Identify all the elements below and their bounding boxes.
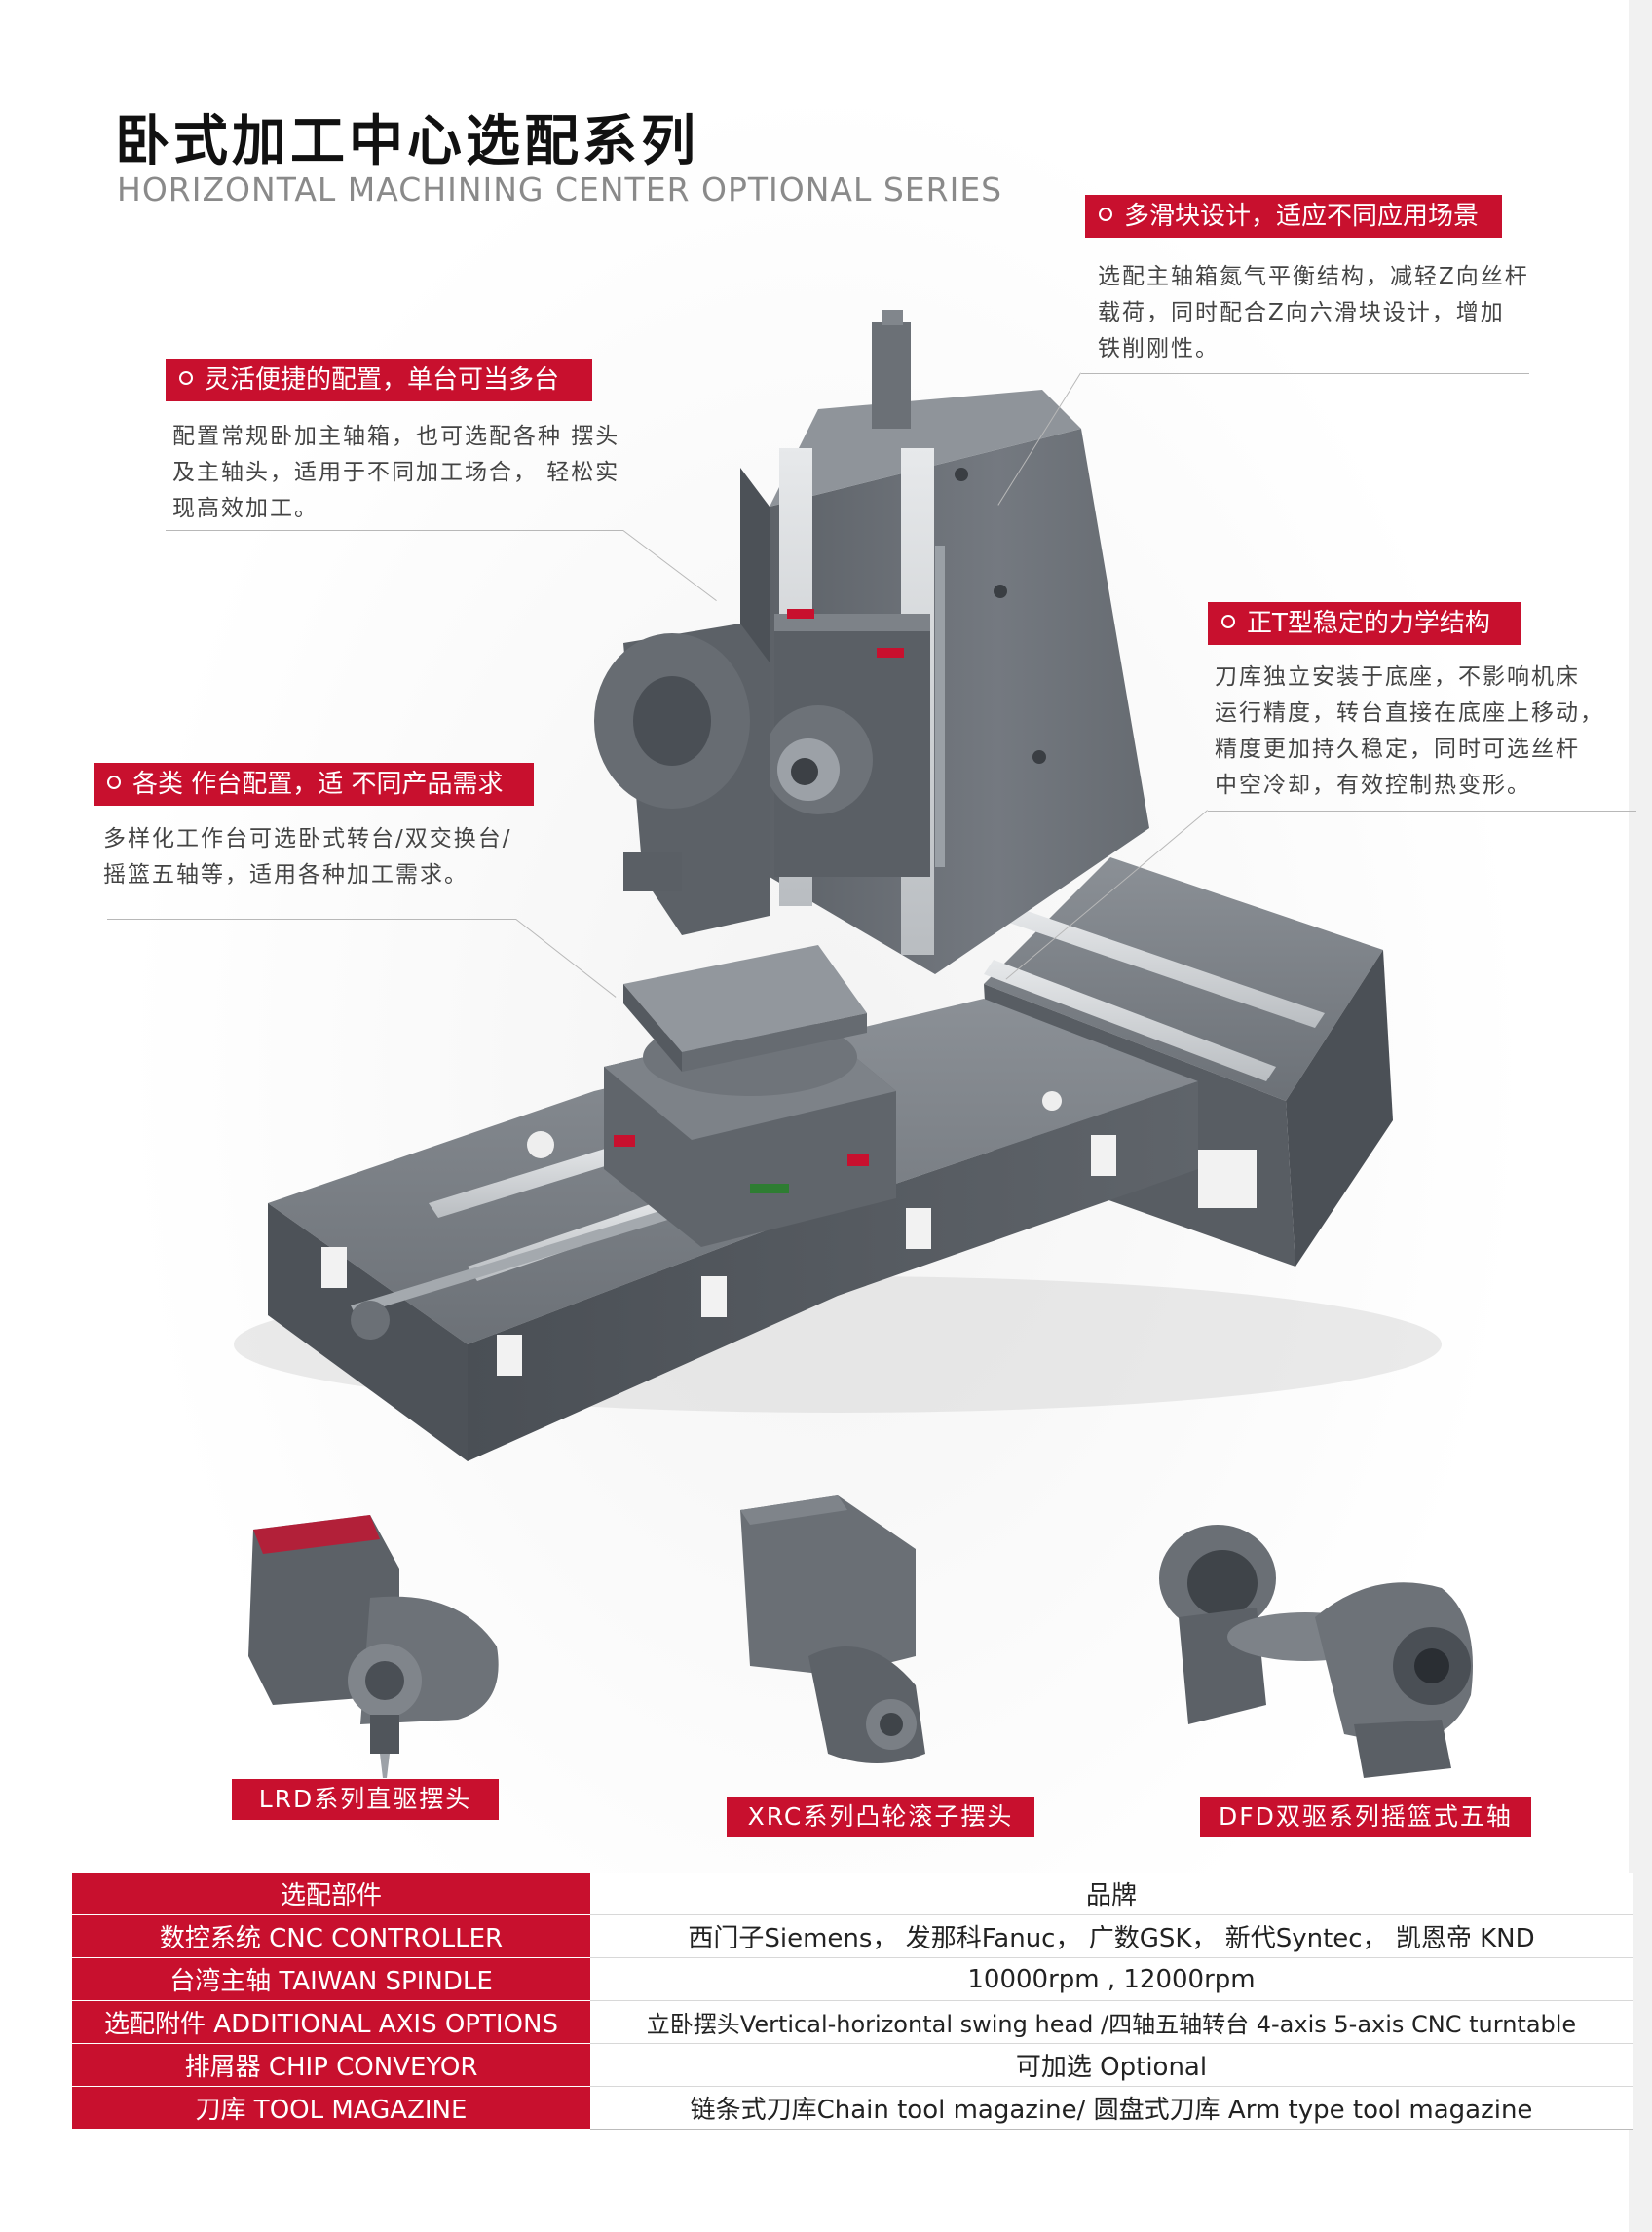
guard-red-2 [877,648,904,658]
bullet-icon [1099,207,1112,221]
table-row: 排屑器 CHIP CONVEYOR 可加选 Optional [72,2043,1633,2087]
table-guard-red-2 [847,1154,869,1166]
callout-slider-title: 多滑块设计，适应不同应用场景 [1124,202,1480,231]
page-title: 卧式加工中心选配系列 [115,110,699,173]
chip-panel-1 [321,1247,347,1288]
x-screw [351,1198,706,1315]
product-label-lrd: LRD系列直驱摆头 [232,1779,499,1820]
rear-rail-1 [1003,906,1325,1028]
spindle-bore [791,758,818,785]
rear-rail-2 [984,960,1276,1081]
callout-config-title: 灵活便捷的配置，单台可当多台 [205,365,560,395]
callout-tstruct-text: 刀库独立安装于底座，不影响机床 运行精度，转台直接在底座上移动， 精度更加持久稳… [1215,660,1604,804]
table-cell-value: 链条式刀库Chain tool magazine/ 圆盘式刀库 Arm type… [590,2086,1633,2130]
y-screw [935,546,945,867]
options-spec-table: 选配部件 品牌 数控系统 CNC CONTROLLER 西门子Siemens， … [72,1873,1633,2130]
table-header-key: 选配部件 [72,1873,590,1915]
leader-config [166,530,623,531]
tool-magazine-arm [623,852,682,891]
page-edge-strip [1629,0,1652,2232]
chip-panel-3 [701,1276,727,1317]
text-line: 摇篮五轴等，适用各种加工需求。 [103,862,469,888]
table-cell-value: 西门子Siemens， 发那科Fanuc， 广数GSK， 新代Syntec， 凯… [590,1914,1633,1958]
table-guard-green [750,1184,789,1193]
base-hole-2 [1042,1091,1062,1111]
column-bolt-1 [955,468,968,481]
z-motor [872,322,911,429]
table-cell-key: 选配附件 ADDITIONAL AXIS OPTIONS [72,2000,590,2044]
base-hole-1 [527,1131,554,1158]
leader-slider [1081,373,1529,374]
bullet-icon [1221,614,1235,628]
product-label-xrc: XRC系列凸轮滚子摆头 [727,1797,1034,1837]
page-subtitle: HORIZONTAL MACHINING CENTER OPTIONAL SER… [117,170,1003,208]
text-line: 精度更加持久稳定，同时可选丝杆 [1215,737,1580,762]
callout-slider-tag: 多滑块设计，适应不同应用场景 [1085,195,1502,238]
bullet-icon [179,370,193,385]
tool-magazine-hub [633,676,711,766]
guard-red-1 [787,609,814,619]
callout-table-tag: 各类 作台配置，适 不同产品需求 [94,763,534,806]
pallet-side [682,1013,867,1072]
chip-panel-2 [497,1335,522,1376]
table-cell-key: 排屑器 CHIP CONVEYOR [72,2043,590,2087]
table-row: 刀库 TOOL MAGAZINE 链条式刀库Chain tool magazin… [72,2086,1633,2130]
horizontal-machining-center-illustration [234,310,1442,1461]
xrc-swing-head-image [740,1495,925,1763]
table-cell-key: 数控系统 CNC CONTROLLER [72,1914,590,1958]
text-line: 选配主轴箱氮气平衡结构，减轻Z向丝杆 [1098,264,1529,289]
table-row: 台湾主轴 TAIWAN SPINDLE 10000rpm , 12000rpm [72,1957,1633,2001]
lrd-swing-head-image [248,1515,499,1778]
text-line: 及主轴头，适用于不同加工场合， 轻松实 [172,460,620,485]
table-cell-value: 可加选 Optional [590,2043,1633,2087]
table-header-row: 选配部件 品牌 [72,1873,1633,1915]
text-line: 刀库独立安装于底座，不影响机床 [1215,664,1580,690]
table-cell-value: 立卧摆头Vertical-horizontal swing head /四轴五轴… [590,2000,1633,2044]
x-base-side [468,1081,1198,1461]
callout-table-title: 各类 作台配置，适 不同产品需求 [132,770,504,799]
table-header-value: 品牌 [590,1873,1633,1915]
text-line: 运行精度，转台直接在底座上移动， [1215,700,1604,726]
chip-panel-5 [1091,1135,1116,1176]
text-line: 现高效加工。 [172,496,319,521]
rear-base-side [1286,950,1393,1267]
leader-table [107,919,516,920]
table-cell-key: 台湾主轴 TAIWAN SPINDLE [72,1957,590,2001]
dfd-trunnion-image [1159,1525,1473,1778]
chip-panel-4 [906,1208,931,1249]
pallet-top [623,945,867,1052]
z-motor-cap [882,310,903,325]
callout-config-tag: 灵活便捷的配置，单台可当多台 [166,359,592,401]
leader-tstruct [1208,811,1636,812]
column-bolt-2 [994,585,1007,598]
pallet-front [623,984,682,1072]
table-cell-key: 刀库 TOOL MAGAZINE [72,2086,590,2130]
callout-table-text: 多样化工作台可选卧式转台/双交换台/ 摇篮五轴等，适用各种加工需求。 [103,821,512,893]
bullet-icon [107,775,121,789]
table-cell-value: 10000rpm , 12000rpm [590,1957,1633,2001]
text-line: 铁削刚性。 [1098,336,1220,361]
text-line: 配置常规卧加主轴箱，也可选配各种 摆头 [172,424,620,449]
callout-config-text: 配置常规卧加主轴箱，也可选配各种 摆头 及主轴头，适用于不同加工场合， 轻松实 … [172,419,620,527]
callout-tstruct-tag: 正T型稳定的力学结构 [1208,602,1521,645]
x-rail-1 [429,1140,643,1218]
text-line: 中空冷却，有效控制热变形。 [1215,773,1531,798]
text-line: 多样化工作台可选卧式转台/双交换台/ [103,826,512,851]
callout-slider-text: 选配主轴箱氮气平衡结构，减轻Z向丝杆 载荷，同时配合Z向六滑块设计，增加 铁削刚… [1098,259,1529,367]
table-guard-red-1 [614,1135,635,1147]
text-line: 载荷，同时配合Z向六滑块设计，增加 [1098,300,1505,325]
callout-tstruct-title: 正T型稳定的力学结构 [1247,609,1490,638]
table-row: 数控系统 CNC CONTROLLER 西门子Siemens， 发那科Fanuc… [72,1914,1633,1958]
product-label-dfd: DFD双驱系列摇篮式五轴 [1200,1797,1531,1837]
chip-panel-rear [1198,1150,1257,1208]
column-bolt-3 [1032,750,1046,764]
x-motor [351,1301,390,1340]
table-row: 选配附件 ADDITIONAL AXIS OPTIONS 立卧摆头Vertica… [72,2000,1633,2044]
